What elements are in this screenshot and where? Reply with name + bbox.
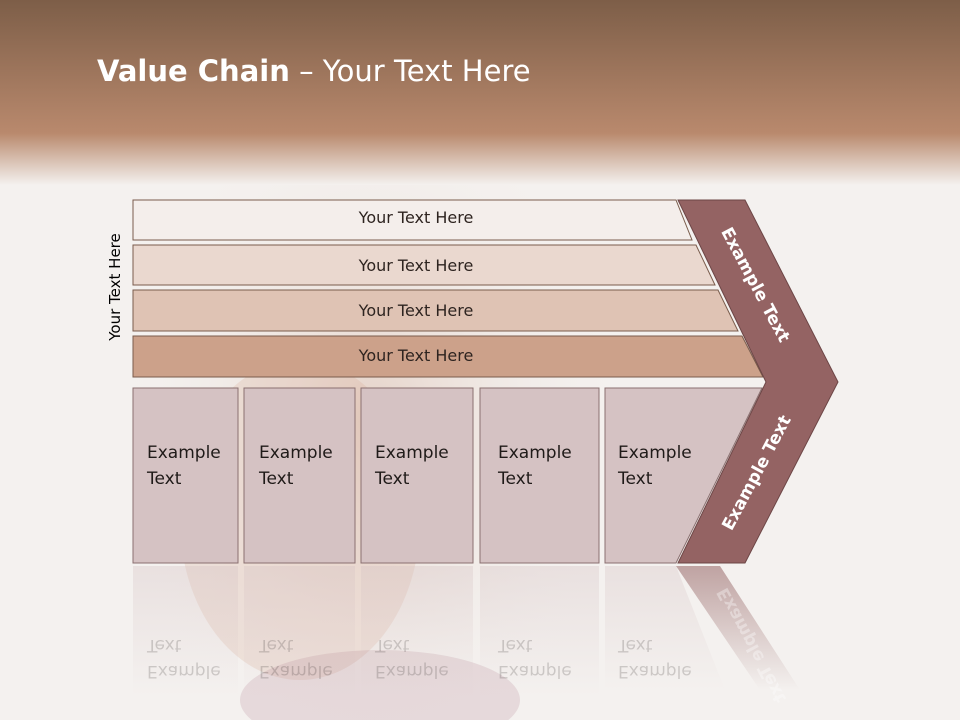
page-title: Value Chain – Your Text Here	[97, 54, 531, 88]
box-2-refl-line1: Example	[259, 661, 333, 681]
box-5-reflection	[605, 566, 725, 690]
bar-2-label: Your Text Here	[358, 256, 474, 275]
box-5-text-reflection: Example Text	[618, 632, 718, 684]
bar-3-label: Your Text Here	[358, 301, 474, 320]
title-bold: Value Chain	[97, 54, 290, 88]
box-3	[360, 387, 474, 564]
box-5-refl-line2: Text	[618, 635, 653, 655]
bar-1-label: Your Text Here	[358, 208, 474, 227]
box-3-text: Example Text	[375, 440, 475, 492]
box-5	[604, 387, 763, 564]
box-5-refl-line1: Example	[618, 661, 692, 681]
box-1-text-reflection: Example Text	[147, 632, 247, 684]
box-4-refl-line1: Example	[498, 661, 572, 681]
box-1	[132, 387, 239, 564]
bar-3	[132, 289, 739, 332]
box-1-refl-line1: Example	[147, 661, 221, 681]
box-3-line1: Example	[375, 443, 449, 463]
box-2-line2: Text	[259, 469, 294, 489]
box-2-line1: Example	[259, 443, 333, 463]
bar-2	[132, 244, 716, 286]
box-2-refl-line2: Text	[259, 635, 294, 655]
chevron-arrow	[677, 199, 839, 564]
box-5-line2: Text	[618, 469, 653, 489]
bar-4	[132, 335, 764, 378]
box-3-refl-line1: Example	[375, 661, 449, 681]
box-4-text-reflection: Example Text	[498, 632, 598, 684]
box-1-line1: Example	[147, 443, 221, 463]
bar-1	[132, 199, 693, 241]
box-3-text-reflection: Example Text	[375, 632, 475, 684]
box-4-refl-line2: Text	[498, 635, 533, 655]
side-label: Your Text Here	[106, 233, 124, 341]
title-rest: – Your Text Here	[289, 54, 531, 88]
box-4-line1: Example	[498, 443, 572, 463]
box-5-line1: Example	[618, 443, 692, 463]
bar-4-label: Your Text Here	[358, 346, 474, 365]
box-3-reflection	[361, 566, 473, 696]
box-1-text: Example Text	[147, 440, 247, 492]
box-4-line2: Text	[498, 469, 533, 489]
box-4-reflection	[480, 566, 599, 696]
chevron-reflection	[676, 566, 800, 690]
header-band	[0, 0, 960, 185]
box-1-reflection	[133, 566, 238, 696]
box-2-text-reflection: Example Text	[259, 632, 359, 684]
box-2-text: Example Text	[259, 440, 359, 492]
box-1-line2: Text	[147, 469, 182, 489]
box-2-reflection	[244, 566, 355, 696]
box-3-refl-line2: Text	[375, 635, 410, 655]
box-3-line2: Text	[375, 469, 410, 489]
box-4	[479, 387, 600, 564]
box-4-text: Example Text	[498, 440, 598, 492]
box-1-refl-line2: Text	[147, 635, 182, 655]
box-5-text: Example Text	[618, 440, 718, 492]
box-2	[243, 387, 356, 564]
